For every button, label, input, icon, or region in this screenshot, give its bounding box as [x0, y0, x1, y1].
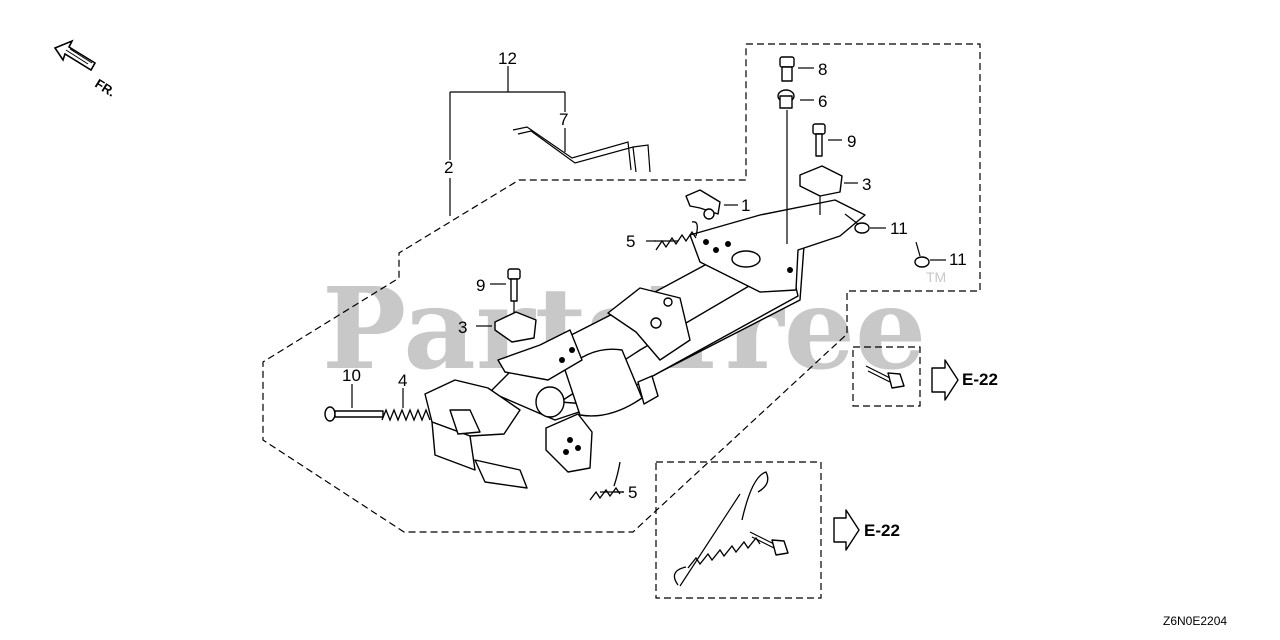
clamp-part-3-upper [799, 165, 858, 215]
flange-bolt-icon [749, 531, 789, 556]
control-base [424, 199, 866, 489]
callout-5-lower[interactable]: 5 [628, 483, 637, 502]
callout-10[interactable]: 10 [342, 366, 361, 385]
clamp-part-3-lower [476, 311, 537, 343]
callout-3-lower[interactable]: 3 [458, 318, 467, 337]
diagram-code: Z6N0E2204 [1163, 614, 1227, 628]
bolt-part-8 [779, 56, 814, 82]
control-wire [512, 126, 651, 173]
front-direction-label: FR. [92, 76, 118, 100]
return-spring-lower [589, 461, 624, 501]
callout-numbers: 12 7 2 1 5 8 6 9 3 11 11 9 3 10 4 5 [342, 49, 967, 502]
callout-9-upper[interactable]: 9 [847, 132, 856, 151]
nut-part-6 [777, 89, 814, 244]
callout-11-lower[interactable]: 11 [949, 250, 967, 269]
callout-1[interactable]: 1 [741, 196, 750, 215]
callout-3-upper[interactable]: 3 [862, 175, 871, 194]
callout-9-lower[interactable]: 9 [476, 276, 485, 295]
watermark-trademark: TM [926, 269, 946, 285]
bolt-part-9-lower [490, 268, 521, 320]
washer-part-11-lower [914, 241, 946, 268]
reference-box-lower: E-22 [655, 461, 900, 599]
spring-part-4 [381, 388, 431, 422]
callout-12[interactable]: 12 [498, 49, 517, 68]
return-spring-upper [646, 221, 698, 251]
callout-6[interactable]: 6 [818, 92, 827, 111]
reference-label-upper[interactable]: E-22 [962, 370, 998, 389]
reference-arrow-icon [833, 509, 860, 551]
callout-8[interactable]: 8 [818, 60, 827, 79]
extension-spring-icon [673, 471, 769, 587]
screw-part-10 [324, 384, 384, 422]
reference-arrow-icon [931, 359, 959, 401]
callout-4[interactable]: 4 [398, 371, 407, 390]
callout-leaders [600, 240, 678, 493]
callout-5-upper[interactable]: 5 [626, 232, 635, 251]
front-direction-arrow-icon [53, 39, 97, 72]
bolt-part-9-upper [812, 123, 842, 157]
callout-2[interactable]: 2 [444, 158, 453, 177]
small-clip-part [685, 189, 738, 220]
reference-box-upper: E-22 [852, 346, 998, 407]
front-direction-indicator: FR. [53, 39, 118, 100]
callout-7[interactable]: 7 [559, 110, 568, 129]
flange-bolt-icon [865, 365, 905, 389]
reference-label-lower[interactable]: E-22 [864, 521, 900, 540]
washer-part-11-upper [844, 213, 886, 234]
assembly-bracket [449, 66, 566, 216]
callout-11-upper[interactable]: 11 [890, 219, 908, 238]
